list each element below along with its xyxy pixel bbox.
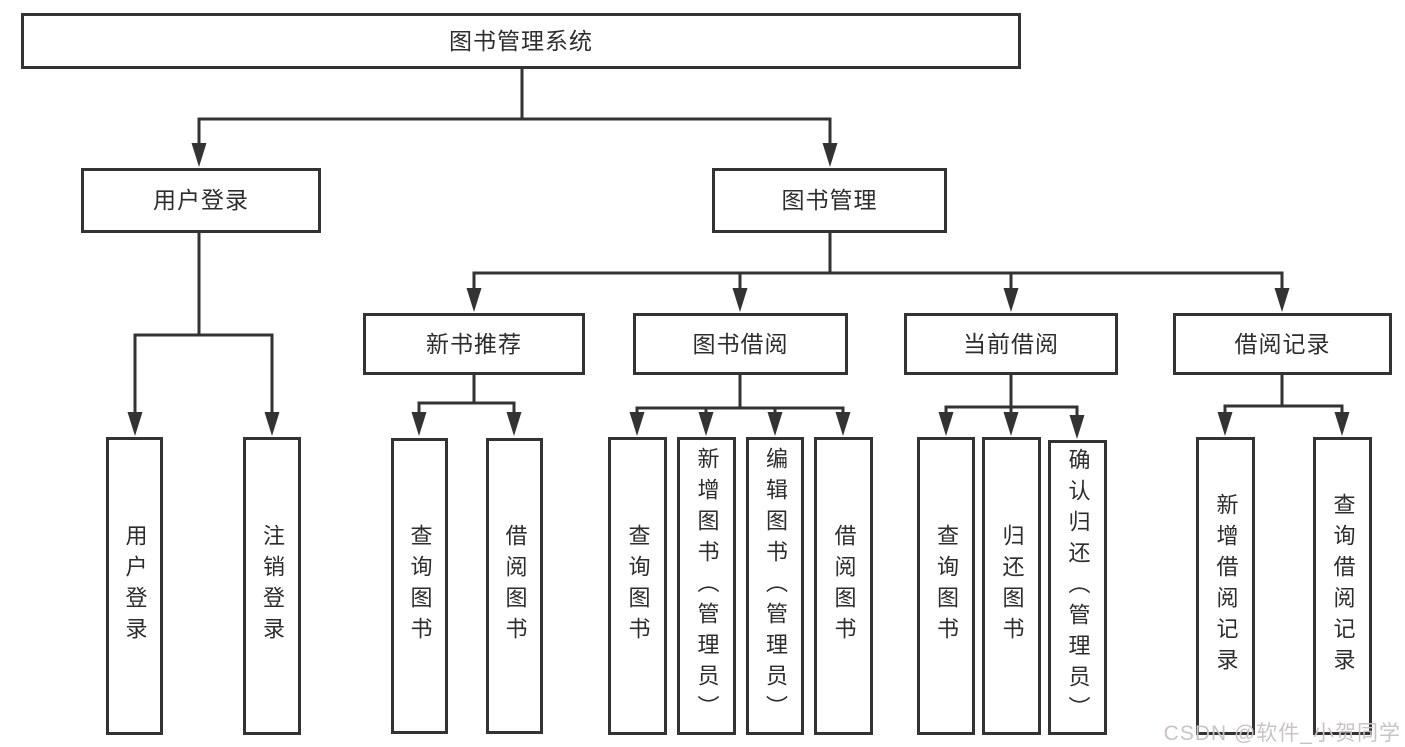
leaf-edit-books-admin: 编辑图书（管理员） <box>746 437 804 735</box>
node-label: 图书借阅 <box>692 330 789 357</box>
leaf-confirm-return-admin: 确认归还（管理员） <box>1048 440 1107 735</box>
leaf-query-borrow-record: 查询借阅记录 <box>1313 437 1372 735</box>
leaf-borrow-books-borrowing: 借阅图书 <box>814 437 873 735</box>
node-label: 新书推荐 <box>426 330 522 357</box>
node-book-borrowing: 图书借阅 <box>633 313 848 375</box>
leaf-user-login: 用户登录 <box>106 437 163 735</box>
node-label: 借阅图书 <box>502 524 528 648</box>
node-label: 编辑图书（管理员） <box>763 446 788 726</box>
node-label: 借阅图书 <box>831 524 857 648</box>
node-new-book-recommend: 新书推荐 <box>363 313 585 375</box>
leaf-logout: 注销登录 <box>243 437 301 735</box>
node-label: 用户登录 <box>122 524 148 648</box>
node-user-login: 用户登录 <box>81 168 321 233</box>
node-label: 查询图书 <box>407 524 433 648</box>
node-label: 用户登录 <box>153 187 249 213</box>
csdn-watermark: CSDN @软件_小贺同学 <box>1163 722 1401 745</box>
node-borrowing-records: 借阅记录 <box>1173 313 1392 375</box>
node-label: 查询图书 <box>934 524 959 648</box>
node-label: 查询借阅记录 <box>1330 493 1356 679</box>
node-current-borrowing: 当前借阅 <box>904 313 1118 375</box>
node-label: 归还图书 <box>999 524 1025 648</box>
node-label: 查询图书 <box>625 524 651 648</box>
leaf-return-books: 归还图书 <box>982 437 1041 735</box>
node-label: 图书管理系统 <box>449 27 593 54</box>
node-label: 注销登录 <box>260 524 285 648</box>
node-label: 确认归还（管理员） <box>1065 448 1091 727</box>
leaf-query-books-borrowing: 查询图书 <box>608 437 667 735</box>
leaf-add-books-admin: 新增图书（管理员） <box>677 437 736 735</box>
node-book-management: 图书管理 <box>712 168 947 233</box>
node-label: 新增借阅记录 <box>1213 493 1239 679</box>
leaf-query-books-recommend: 查询图书 <box>391 438 448 734</box>
node-label: 新增图书（管理员） <box>694 446 720 726</box>
node-label: 当前借阅 <box>963 330 1059 357</box>
arrowheads <box>127 143 1350 439</box>
node-label: 借阅记录 <box>1234 330 1331 357</box>
leaf-query-books-current: 查询图书 <box>917 437 975 735</box>
leaf-borrow-books-recommend: 借阅图书 <box>486 438 543 734</box>
node-label: 图书管理 <box>781 187 878 213</box>
node-library-management-system: 图书管理系统 <box>21 13 1021 69</box>
leaf-add-borrow-record: 新增借阅记录 <box>1196 437 1255 735</box>
